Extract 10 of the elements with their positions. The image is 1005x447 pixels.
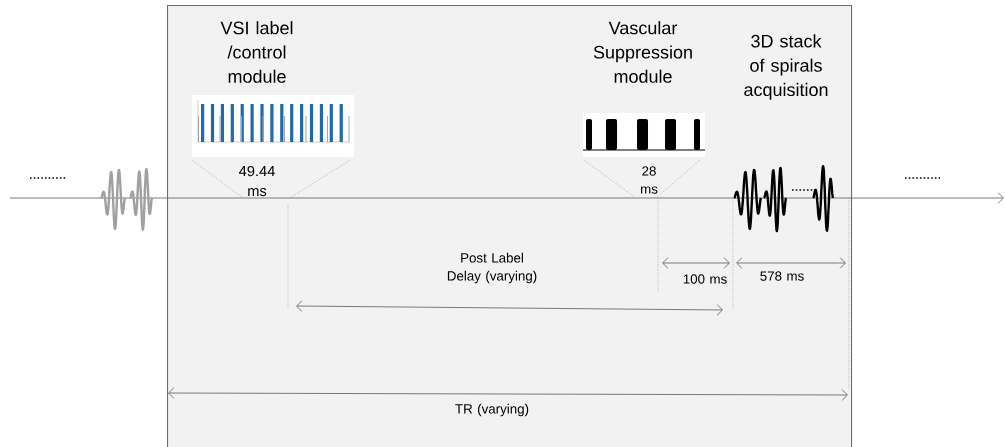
module-title: VSI label /control module xyxy=(220,21,293,83)
dimension-label: 100 ms xyxy=(683,274,727,284)
duration-label: 49.44 ms xyxy=(239,165,275,197)
module-title: Vascular Suppression module xyxy=(593,21,692,83)
duration-label: 28 ms xyxy=(641,166,658,194)
timing-panel xyxy=(167,5,853,447)
module-title: 3D stack of spirals acquisition xyxy=(744,34,828,100)
dimension-label: 578 ms xyxy=(760,271,804,281)
dimension-label: Post Label Delay (varying) xyxy=(447,252,537,284)
dimension-label: TR (varying) xyxy=(455,403,529,417)
